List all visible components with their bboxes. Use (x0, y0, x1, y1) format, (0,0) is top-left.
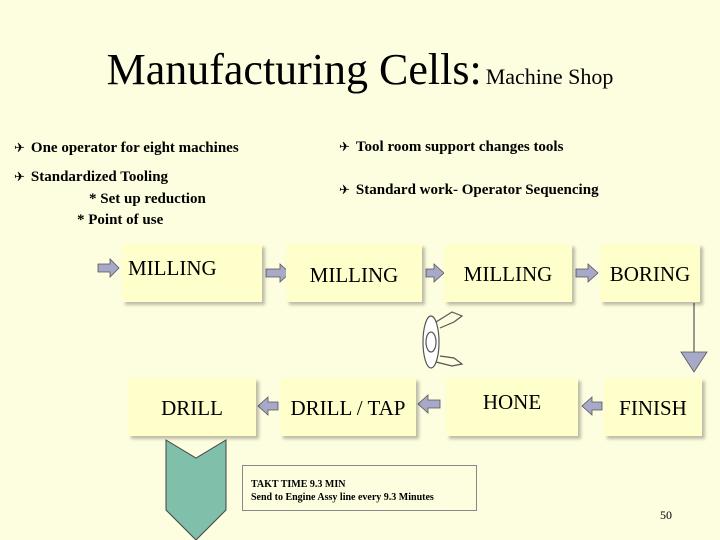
bullet-plane-icon: ✈ (339, 140, 350, 155)
title-sub: Machine Shop (485, 64, 614, 89)
arrow-finish-to-hone (581, 396, 603, 416)
entry-arrow (97, 258, 120, 278)
bullet-text: Standardized Tooling (30, 169, 169, 185)
bullet-plane-icon: ✈ (14, 141, 25, 156)
sub-setup-reduction: * Set up reduction (89, 191, 206, 207)
arrow-milling1-to-milling2 (265, 263, 291, 283)
station-label: MILLING (128, 256, 217, 280)
page-number: 50 (660, 508, 672, 522)
bullet-text: Tool room support changes tools (355, 139, 564, 155)
arrow-milling3-to-boring (575, 263, 599, 283)
title-main: Manufacturing Cells: (106, 45, 482, 94)
station-label: MILLING (309, 262, 399, 287)
bullet-plane-icon: ✈ (14, 170, 25, 185)
arrow-milling2-to-milling3 (425, 263, 445, 283)
bullet-plane-icon: ✈ (339, 183, 350, 198)
station-finish: FINISH (604, 378, 702, 436)
station-milling-3: MILLING (444, 244, 572, 302)
bullet-text: One operator for eight machines (30, 140, 239, 156)
slide-title: Manufacturing Cells: Machine Shop (0, 44, 720, 95)
station-drill: DRILL (128, 378, 256, 436)
station-drill-tap: DRILL / TAP (280, 378, 416, 436)
station-label: DRILL (161, 395, 223, 420)
bullet-one-operator: ✈ One operator for eight machines (14, 138, 239, 159)
station-milling-2: MILLING (286, 244, 422, 302)
takt-time-box: TAKT TIME 9.3 MIN Send to Engine Assy li… (242, 465, 477, 511)
sub-point-of-use: * Point of use (77, 212, 164, 228)
station-milling-1: MILLING (122, 244, 262, 302)
bullet-standardized-tooling: ✈ Standardized Tooling (14, 167, 168, 188)
takt-send-line: Send to Engine Assy line every 9.3 Minut… (251, 492, 434, 503)
arrow-boring-to-finish (680, 351, 708, 373)
bullet-standard-work: ✈ Standard work- Operator Sequencing (339, 180, 599, 201)
takt-time-line: TAKT TIME 9.3 MIN (251, 479, 346, 490)
station-boring: BORING (600, 244, 700, 302)
station-label: FINISH (619, 395, 687, 420)
bullet-tool-room: ✈ Tool room support changes tools (339, 137, 563, 158)
station-hone: HONE (446, 378, 578, 436)
station-label: BORING (609, 261, 691, 286)
station-label: HONE (482, 390, 542, 414)
exit-flow-arrow (165, 439, 227, 540)
operator-figure-icon (422, 311, 464, 369)
arrow-hone-to-drilltap (417, 394, 441, 414)
bullet-text: Standard work- Operator Sequencing (355, 182, 599, 198)
station-label: DRILL / TAP (290, 395, 406, 420)
arrow-drilltap-to-drill (257, 396, 279, 416)
station-label: MILLING (463, 261, 553, 286)
